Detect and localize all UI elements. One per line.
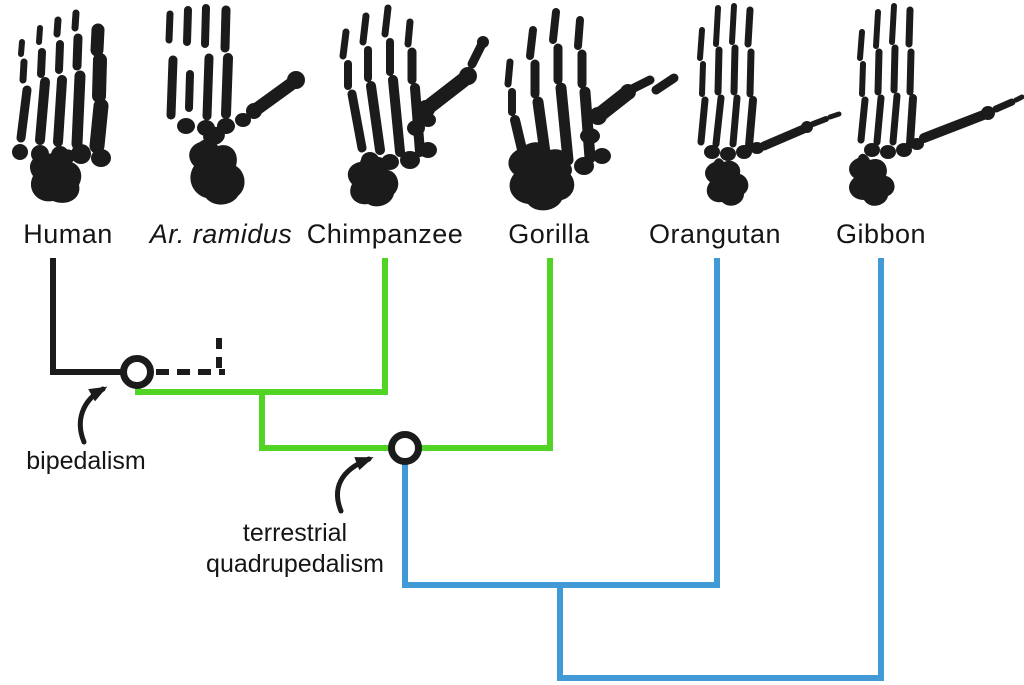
chimpanzee-foot-skeleton-icon xyxy=(339,4,489,207)
bipedalism-arrow xyxy=(77,386,108,445)
chimpanzee-branch-line xyxy=(135,258,388,395)
orangutan-foot-skeleton-icon xyxy=(697,3,842,206)
terrestrial-quadrupedalism-arrow xyxy=(335,456,374,514)
gibbon-branch-line xyxy=(557,258,884,681)
species-label-gibbon: Gibbon xyxy=(835,219,927,249)
species-label-human: Human xyxy=(23,219,113,249)
species-label-orangutan: Orangutan xyxy=(648,219,782,249)
gorilla-branch-line xyxy=(259,258,553,451)
species-label-gorilla: Gorilla xyxy=(508,219,590,249)
human-foot-skeleton-icon xyxy=(12,9,111,203)
human-branch-line xyxy=(50,258,121,375)
terrestrial-quadrupedalism-node-circle xyxy=(388,431,422,465)
species-label-ar-ramidus: Ar. ramidus xyxy=(149,219,293,249)
species-label-chimpanzee: Chimpanzee xyxy=(306,219,464,249)
terrestrial-quadrupedalism-annotation-label: terrestrial quadrupedalism xyxy=(206,519,384,578)
gibbon-foot-skeleton-icon xyxy=(849,3,1024,206)
orangutan-branch-line xyxy=(402,258,720,588)
ar-ramidus-foot-skeleton-icon xyxy=(165,4,305,205)
bipedalism-annotation-label: bipedalism xyxy=(26,447,146,475)
gorilla-foot-skeleton-icon xyxy=(504,8,679,211)
bipedalism-node-circle xyxy=(120,355,154,389)
